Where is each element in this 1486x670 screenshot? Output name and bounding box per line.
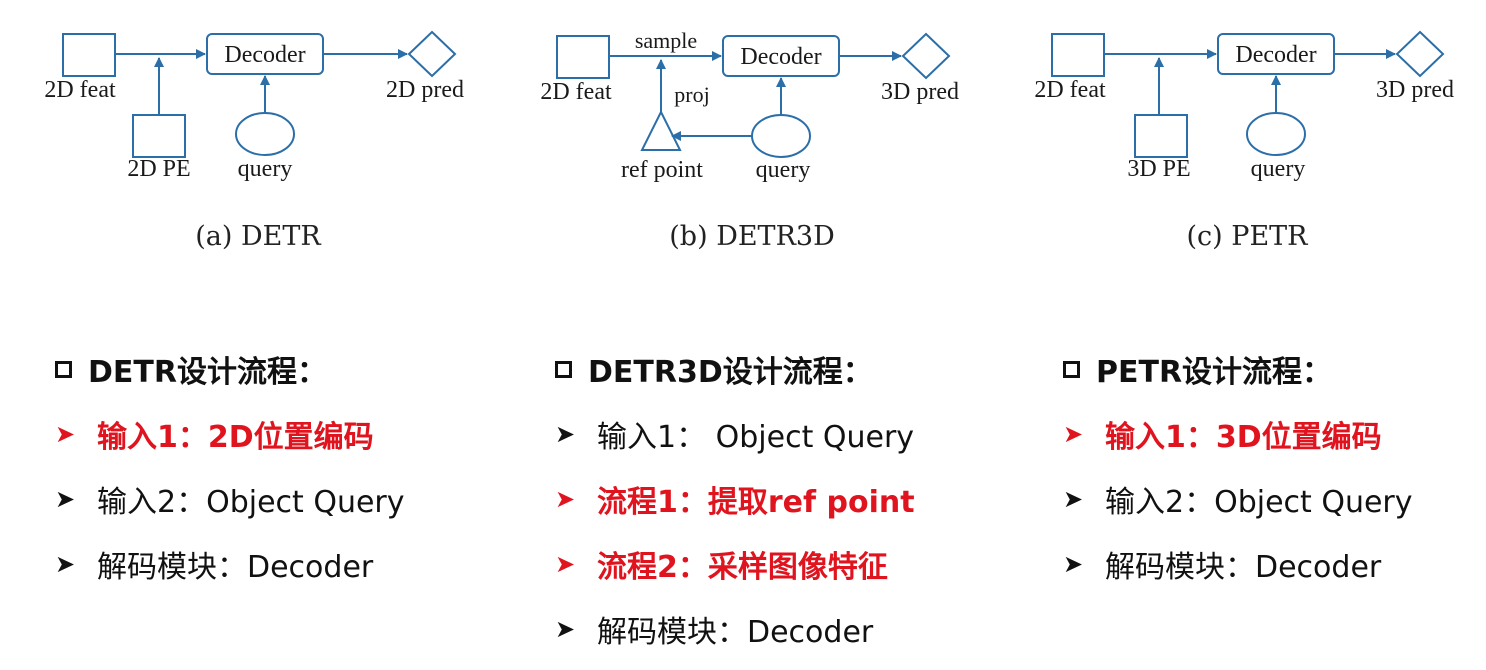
detr-decoder-label: Decoder [224, 42, 305, 68]
checkbox-icon [55, 360, 72, 378]
petr-decoder-label: Decoder [1235, 42, 1316, 68]
detr-item-3-text: 解码模块：Decoder [97, 550, 374, 585]
petr-3d-pred-label: 3D pred [1376, 77, 1454, 103]
detr-query-ellipse [235, 112, 295, 156]
diagrams-figure: 2D feat Decoder 2D PE query 2D pred (a) … [44, 28, 1454, 252]
detr3d-ref-point-triangle [640, 109, 682, 151]
petr-caption: (c) PETR [1187, 221, 1309, 252]
detr3d-query-ellipse [751, 114, 811, 158]
petr-2d-feat-label: 2D feat [1034, 77, 1106, 103]
detr3d-item-4-text: 解码模块：Decoder [597, 615, 874, 650]
arrow-bullet-icon: ➤ [55, 550, 76, 578]
detr-2d-feat-label: 2D feat [44, 77, 116, 103]
petr-item-1-text: 输入1：3D位置编码 [1105, 420, 1382, 455]
arrow-bullet-icon: ➤ [555, 420, 576, 448]
detr-section-title-row: DETR设计流程： [55, 345, 405, 393]
checkbox-icon [555, 360, 572, 378]
detr3d-proj-label: proj [674, 82, 709, 107]
detr-2d-pe-box [132, 114, 186, 158]
arrow-bullet-icon: ➤ [1063, 485, 1084, 513]
detr3d-item-1: ➤ 输入1： Object Query [555, 410, 915, 458]
detr-2d-pred-diamond [407, 30, 457, 78]
detr-item-2-text: 输入2：Object Query [97, 485, 405, 520]
arrow-bullet-icon: ➤ [55, 420, 76, 448]
detr3d-query-label: query [756, 157, 811, 183]
detr-2d-pe-label: 2D PE [127, 156, 190, 182]
petr-2d-feat-box [1051, 33, 1105, 77]
detr3d-item-1-text: 输入1： Object Query [597, 420, 915, 455]
checkbox-icon [1063, 360, 1080, 378]
arrow-bullet-icon: ➤ [555, 485, 576, 513]
detr-diagram: 2D feat Decoder 2D PE query 2D pred (a) … [44, 30, 464, 252]
arrow-bullet-icon: ➤ [555, 615, 576, 643]
detr3d-caption: (b) DETR3D [669, 221, 834, 252]
petr-item-1: ➤ 输入1：3D位置编码 [1063, 410, 1413, 458]
arrow-bullet-icon: ➤ [1063, 420, 1084, 448]
detr-section-title: DETR设计流程： [88, 355, 327, 390]
detr-query-label: query [238, 156, 293, 182]
detr-item-2: ➤ 输入2：Object Query [55, 475, 405, 523]
detr3d-item-4: ➤ 解码模块：Decoder [555, 605, 915, 653]
detr-2d-pred-label: 2D pred [386, 77, 464, 103]
detr-item-1: ➤ 输入1：2D位置编码 [55, 410, 405, 458]
arrow-bullet-icon: ➤ [55, 485, 76, 513]
detr3d-item-3-text: 流程2：采样图像特征 [597, 550, 888, 585]
detr3d-decoder-label: Decoder [740, 44, 821, 70]
detr3d-diagram: 2D feat sample Decoder ref point proj qu… [540, 28, 959, 252]
detr3d-section-title: DETR3D设计流程： [588, 355, 873, 390]
petr-section-title-row: PETR设计流程： [1063, 345, 1413, 393]
petr-query-ellipse [1246, 112, 1306, 156]
petr-item-3: ➤ 解码模块：Decoder [1063, 540, 1413, 588]
petr-diagram: 2D feat Decoder 3D PE query 3D pred (c) … [1034, 30, 1454, 252]
arrow-bullet-icon: ➤ [555, 550, 576, 578]
detr-item-1-text: 输入1：2D位置编码 [97, 420, 374, 455]
petr-3d-pe-box [1134, 114, 1188, 158]
detr3d-3d-pred-diamond [901, 32, 951, 80]
petr-item-2: ➤ 输入2：Object Query [1063, 475, 1413, 523]
detr3d-item-3: ➤ 流程2：采样图像特征 [555, 540, 915, 588]
petr-section: PETR设计流程： ➤ 输入1：3D位置编码 ➤ 输入2：Object Quer… [1063, 345, 1413, 605]
detr3d-section-title-row: DETR3D设计流程： [555, 345, 915, 393]
detr3d-2d-feat-box [556, 35, 610, 79]
petr-3d-pe-label: 3D PE [1127, 156, 1190, 182]
arrow-bullet-icon: ➤ [1063, 550, 1084, 578]
detr-section: DETR设计流程： ➤ 输入1：2D位置编码 ➤ 输入2：Object Quer… [55, 345, 405, 605]
detr-item-3: ➤ 解码模块：Decoder [55, 540, 405, 588]
detr-2d-feat-box [62, 33, 116, 77]
detr3d-item-2: ➤ 流程1：提取ref point [555, 475, 915, 523]
petr-3d-pred-diamond [1395, 30, 1445, 78]
detr3d-ref-point-label: ref point [621, 157, 703, 183]
detr3d-section: DETR3D设计流程： ➤ 输入1： Object Query ➤ 流程1：提取… [555, 345, 915, 670]
petr-query-label: query [1251, 156, 1306, 182]
petr-item-3-text: 解码模块：Decoder [1105, 550, 1382, 585]
petr-section-title: PETR设计流程： [1096, 355, 1333, 390]
detr3d-sample-label: sample [635, 28, 697, 53]
detr-caption: (a) DETR [195, 221, 321, 252]
detr3d-item-2-text: 流程1：提取ref point [597, 485, 915, 520]
detr3d-2d-feat-label: 2D feat [540, 79, 612, 105]
petr-item-2-text: 输入2：Object Query [1105, 485, 1413, 520]
detr3d-3d-pred-label: 3D pred [881, 79, 959, 105]
